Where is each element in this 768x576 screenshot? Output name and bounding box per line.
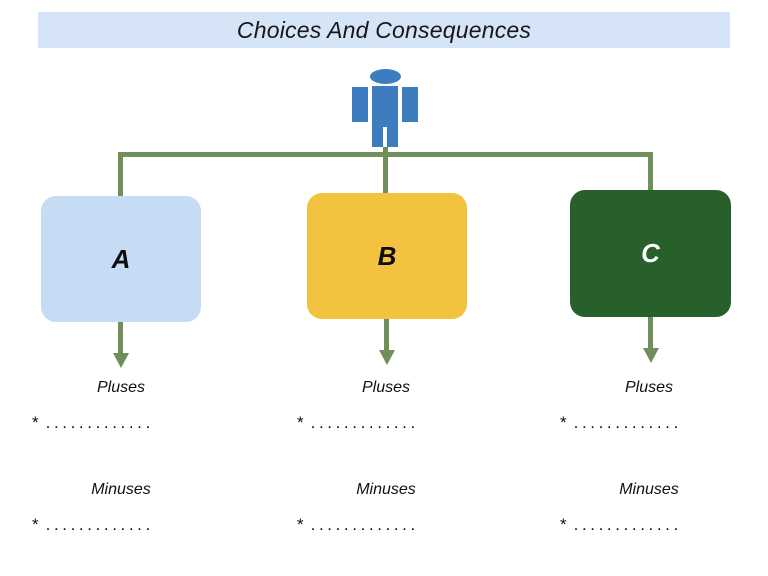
minuses-heading-a: Minuses xyxy=(91,481,151,498)
arrow-head xyxy=(643,348,659,363)
pluses-bullet-a[interactable]: * ............. xyxy=(6,414,236,431)
outcome-column-b: Pluses * ............. Minuses * .......… xyxy=(271,378,501,533)
bullet-marker: * xyxy=(32,413,39,432)
minuses-heading-c: Minuses xyxy=(619,481,679,498)
arrow-shaft xyxy=(648,317,653,350)
arrow-head xyxy=(379,350,395,365)
minuses-bullet-a[interactable]: * ............. xyxy=(6,516,236,533)
person-leg-left xyxy=(372,125,383,147)
bullet-placeholder-text: ............. xyxy=(45,413,154,432)
minuses-heading-b: Minuses xyxy=(356,481,416,498)
title-banner xyxy=(38,12,730,48)
person-torso xyxy=(372,86,398,127)
arrow-shaft xyxy=(118,322,123,355)
person-arm-left xyxy=(352,87,368,122)
option-box-a[interactable]: A xyxy=(41,196,201,322)
bullet-placeholder-text: ............. xyxy=(45,515,154,534)
option-box-c[interactable]: C xyxy=(570,190,731,317)
pluses-bullet-c[interactable]: * ............. xyxy=(534,414,764,431)
arrow-shaft xyxy=(384,319,389,352)
bullet-placeholder-text: ............. xyxy=(573,413,682,432)
arrow-down-b xyxy=(376,319,398,365)
minuses-bullet-c[interactable]: * ............. xyxy=(534,516,764,533)
page-title: Choices And Consequences xyxy=(236,16,532,43)
outcome-column-a: Pluses * ............. Minuses * .......… xyxy=(6,378,236,533)
outcome-column-c: Pluses * ............. Minuses * .......… xyxy=(534,378,764,533)
pluses-heading-a: Pluses xyxy=(96,379,146,396)
bullet-marker: * xyxy=(32,515,39,534)
bullet-placeholder-text: ............. xyxy=(573,515,682,534)
bullet-marker: * xyxy=(560,515,567,534)
person-icon xyxy=(351,69,419,147)
person-leg-right xyxy=(387,125,398,147)
option-box-b[interactable]: B xyxy=(307,193,467,319)
arrow-head xyxy=(113,353,129,368)
bullet-marker: * xyxy=(297,515,304,534)
person-head xyxy=(370,69,401,84)
pluses-heading-b: Pluses xyxy=(361,379,411,396)
bullet-placeholder-text: ............. xyxy=(310,515,419,534)
connector-drop-c xyxy=(648,152,653,192)
minuses-bullet-b[interactable]: * ............. xyxy=(271,516,501,533)
person-arm-right xyxy=(402,87,418,122)
bullet-marker: * xyxy=(297,413,304,432)
arrow-down-c xyxy=(640,317,662,363)
arrow-down-a xyxy=(110,322,132,368)
bullet-marker: * xyxy=(560,413,567,432)
connector-drop-b xyxy=(383,152,388,195)
pluses-bullet-b[interactable]: * ............. xyxy=(271,414,501,431)
pluses-heading-c: Pluses xyxy=(624,379,674,396)
bullet-placeholder-text: ............. xyxy=(310,413,419,432)
connector-drop-a xyxy=(118,152,123,198)
